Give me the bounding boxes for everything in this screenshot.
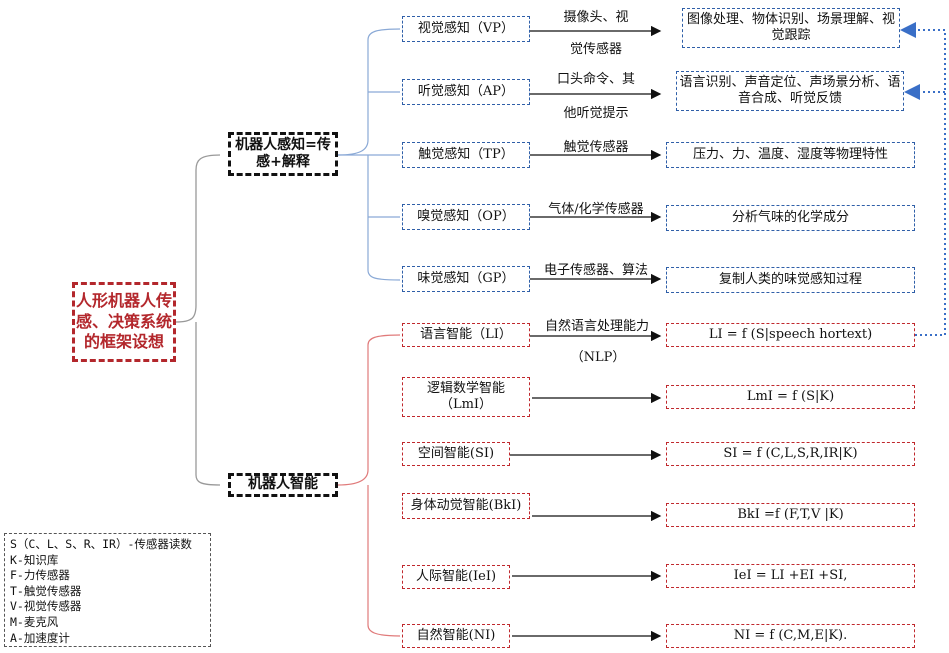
legend-item: S（C、L、S、R、IR）-传感器读数 (10, 537, 192, 551)
legend-item: F-力传感器 (10, 568, 70, 583)
legend-item: A-加速度计 (10, 630, 70, 645)
edge-label: 自然语言处理能力 (544, 319, 649, 334)
perception-node: 听觉感知（AP） (402, 79, 530, 105)
legend-item: T-触觉传感器 (10, 583, 82, 598)
edge-label: 口头命令、其 (556, 72, 635, 87)
root-node: 人形机器人传感、决策系统的框架设想 (72, 282, 176, 362)
edge-label: 他听觉提示 (563, 106, 629, 121)
edge-label: 触觉传感器 (563, 140, 629, 155)
perception-node: 味觉感知（GP） (402, 266, 530, 292)
intelligence-node: 人际智能(IeI) (402, 565, 510, 589)
legend-item: K-知识库 (10, 552, 59, 567)
intelligence-node: 语言智能（LI） (402, 323, 530, 347)
formula-box: NI = f (C,M,E|K). (666, 624, 915, 648)
legend-item: V-视觉传感器 (10, 599, 82, 614)
intelligence-bracket (337, 334, 401, 486)
formula-box: BkI =f (F,T,V |K) (666, 503, 915, 527)
edge-label: 电子传感器、算法 (543, 263, 648, 278)
perception-node: 视觉感知（VP） (402, 16, 530, 42)
perception-result: 分析气味的化学成分 (666, 205, 915, 231)
formula-box: SI = f (C,L,S,R,IR|K) (666, 442, 915, 466)
perception-node: 触觉感知（TP） (402, 142, 530, 168)
perception-node: 嗅觉感知（OP） (402, 204, 530, 230)
intelligence-node: 逻辑数学智能（LmI） (402, 377, 530, 417)
edge-label: 觉传感器 (569, 42, 622, 57)
legend-item: M-麦克风 (10, 614, 59, 629)
intelligence-node: 空间智能(SI) (402, 442, 510, 466)
intelligence-node: 身体动觉智能(BkI) (402, 493, 530, 519)
perception-result: 压力、力、温度、湿度等物理特性 (666, 142, 915, 168)
feedback-link (900, 22, 946, 336)
perception-bracket (337, 28, 401, 156)
intelligence-node: 自然智能(NI) (402, 624, 510, 648)
formula-box: IeI = LI +EI +SI, (666, 564, 915, 588)
perception-branch-node: 机器人感知=传感+解释 (228, 132, 338, 176)
edge-label: （NLP） (570, 350, 626, 365)
perception-result: 语言识别、声音定位、声场景分析、语音合成、听觉反馈 (676, 71, 904, 111)
edge-label: 气体/化学传感器 (548, 202, 644, 217)
edge-label: 摄像头、视 (563, 10, 629, 25)
legend-box: S（C、L、S、R、IR）-传感器读数 K-知识库 F-力传感器 T-触觉传感器… (4, 533, 211, 647)
intelligence-branch-node: 机器人智能 (228, 473, 338, 497)
perception-result: 复制人类的味觉感知过程 (666, 267, 915, 293)
perception-result: 图像处理、物体识别、场景理解、视觉跟踪 (682, 8, 900, 48)
root-bracket (175, 154, 221, 323)
formula-box: LI = f (S|speech hortext) (666, 323, 915, 347)
formula-box: LmI = f (S|K) (666, 385, 915, 409)
